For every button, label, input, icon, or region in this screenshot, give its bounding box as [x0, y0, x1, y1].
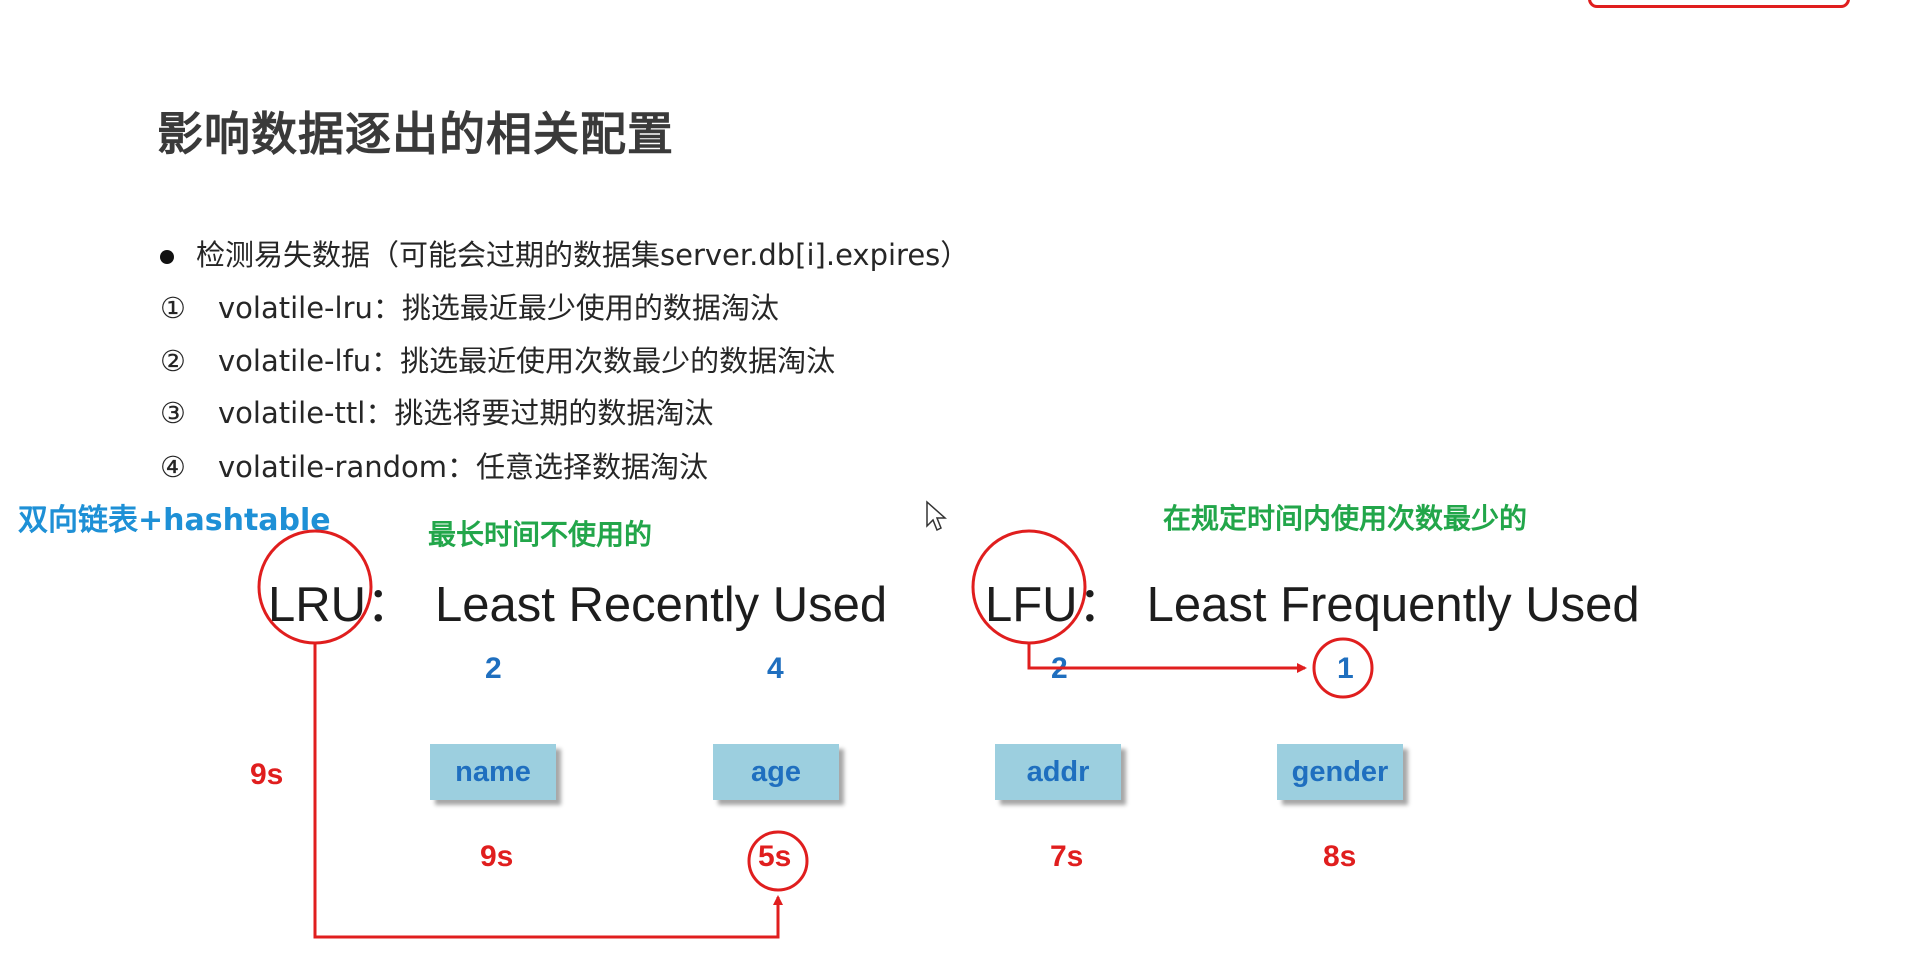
page-title: 影响数据逐出的相关配置: [157, 107, 674, 161]
bullet-dot-icon: [160, 250, 174, 264]
item-number: ②: [160, 344, 186, 378]
list-item: ② volatile-lfu：挑选最近使用次数最少的数据淘汰: [160, 338, 835, 380]
mouse-cursor-icon: [926, 500, 947, 532]
list-item: ④ volatile-random：任意选择数据淘汰: [160, 444, 708, 486]
lru-abbr: LRU: [268, 578, 367, 632]
item-text: volatile-lfu：挑选最近使用次数最少的数据淘汰: [218, 344, 836, 378]
lfu-description: 在规定时间内使用次数最少的: [1163, 502, 1528, 535]
lru-circle: [257, 529, 373, 645]
lru-sep: ：: [366, 578, 416, 632]
structure-note: 双向链表+hashtable: [18, 503, 331, 538]
count-name: 2: [485, 652, 502, 685]
lfu-circle: [971, 529, 1087, 645]
count-age: 4: [767, 652, 784, 685]
lru-heading: LRU： Least Recently Used: [268, 565, 887, 636]
lfu-arrow: [1027, 643, 1307, 673]
item-number: ④: [160, 450, 186, 484]
age-time-circle: [747, 830, 809, 892]
item-number: ①: [160, 291, 186, 325]
key-box-gender: gender: [1277, 744, 1403, 800]
key-box-age: age: [713, 744, 839, 800]
key-box-addr: addr: [995, 744, 1121, 800]
item-text: volatile-lru：挑选最近最少使用的数据淘汰: [218, 291, 779, 325]
key-box-name: name: [430, 744, 556, 800]
count-gender: 1: [1337, 652, 1354, 685]
lru-arrow: [313, 643, 783, 939]
lfu-heading: LFU：Least Frequently Used: [985, 565, 1640, 636]
item-number: ③: [160, 396, 186, 430]
list-item: ① volatile-lru：挑选最近最少使用的数据淘汰: [160, 285, 779, 327]
lfu-full: Least Frequently Used: [1146, 578, 1640, 632]
lfu-abbr: LFU: [985, 578, 1078, 632]
bullet-item: 检测易失数据（可能会过期的数据集server.db[i].expires）: [160, 232, 969, 274]
bullet-text: 检测易失数据（可能会过期的数据集server.db[i].expires）: [196, 238, 970, 272]
gender-count-circle: [1312, 637, 1374, 699]
lru-full: Least Recently Used: [435, 578, 888, 632]
time-age: 5s: [758, 840, 792, 873]
lru-time-label: 9s: [250, 758, 284, 791]
item-text: volatile-ttl：挑选将要过期的数据淘汰: [218, 396, 714, 430]
list-item: ③ volatile-ttl：挑选将要过期的数据淘汰: [160, 390, 713, 432]
item-text: volatile-random：任意选择数据淘汰: [218, 450, 708, 484]
lru-description: 最长时间不使用的: [428, 518, 653, 551]
time-gender: 8s: [1323, 840, 1357, 873]
time-name: 9s: [480, 840, 514, 873]
time-addr: 7s: [1050, 840, 1084, 873]
